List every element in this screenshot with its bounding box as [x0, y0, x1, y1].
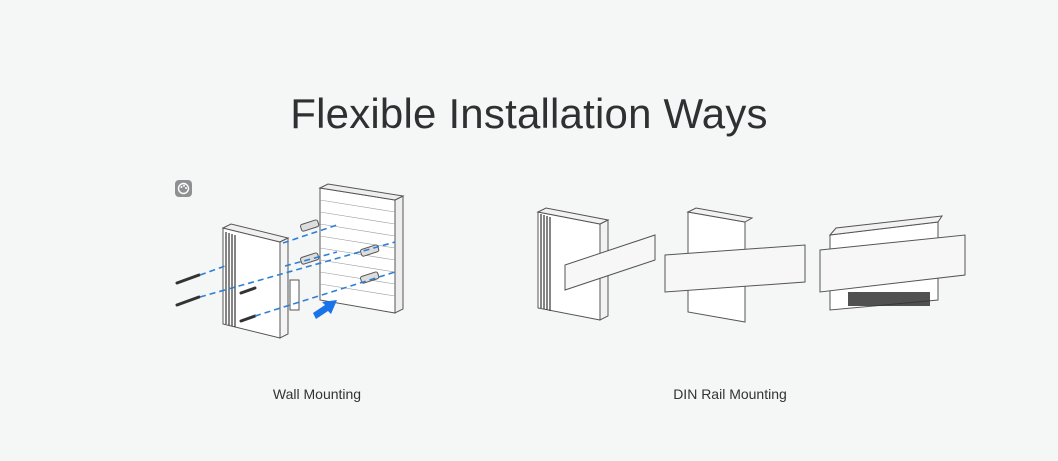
palette-icon[interactable] — [175, 180, 192, 197]
din-rail-mount-illustration — [530, 200, 970, 330]
section-title: Flexible Installation Ways — [290, 90, 768, 138]
caption-din-rail-mounting: DIN Rail Mounting — [673, 386, 787, 402]
wall-mount-illustration — [165, 180, 415, 340]
caption-wall-mounting: Wall Mounting — [272, 386, 362, 402]
